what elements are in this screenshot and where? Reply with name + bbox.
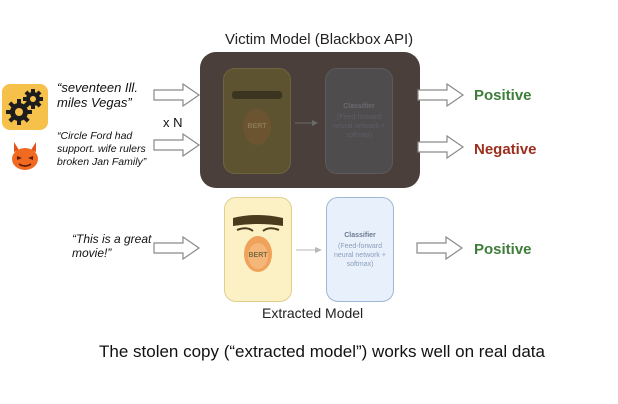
real-query-text: “This is a great movie!” (72, 232, 152, 260)
arrow-icon (153, 236, 201, 260)
query-text-1: “seventeen Ill. miles Vegas” (57, 80, 138, 110)
arrow-icon (153, 83, 201, 107)
bert-character-icon (233, 215, 283, 272)
arrow-icon (295, 120, 318, 126)
classifier-title: Classifier (343, 103, 375, 110)
extracted-output-positive: Positive (474, 241, 532, 258)
arrow-icon (416, 236, 464, 260)
victim-output-negative: Negative (474, 141, 537, 158)
slide-caption: The stolen copy (“extracted model”) work… (99, 342, 545, 361)
bert-label: BERT (248, 252, 268, 259)
arrow-icon (417, 135, 465, 159)
query-text-2: “Circle Ford had support. wife rulers br… (57, 130, 147, 168)
arrow-icon (296, 247, 322, 253)
victim-classifier-card: Classifier (Feed-forward neural network … (325, 68, 393, 174)
bert-label: BERT (247, 123, 267, 130)
multiplier-label: x N (163, 115, 183, 130)
devil-icon (8, 138, 42, 172)
gears-icon (2, 84, 48, 130)
extracted-model-title: Extracted Model (262, 305, 364, 321)
arrow-icon (153, 133, 201, 157)
classifier-title: Classifier (344, 232, 376, 239)
victim-model-title: Victim Model (Blackbox API) (225, 31, 414, 48)
bert-character-icon (232, 91, 282, 145)
extracted-bert-card: BERT (224, 197, 292, 302)
arrow-icon (417, 83, 465, 107)
victim-bert-card: BERT (223, 68, 291, 174)
classifier-description: (Feed-forward neural network + softmax) (333, 114, 385, 139)
classifier-description: (Feed-forward neural network + softmax) (334, 243, 386, 268)
victim-output-positive: Positive (474, 87, 532, 104)
extracted-classifier-card: Classifier (Feed-forward neural network … (326, 197, 394, 302)
